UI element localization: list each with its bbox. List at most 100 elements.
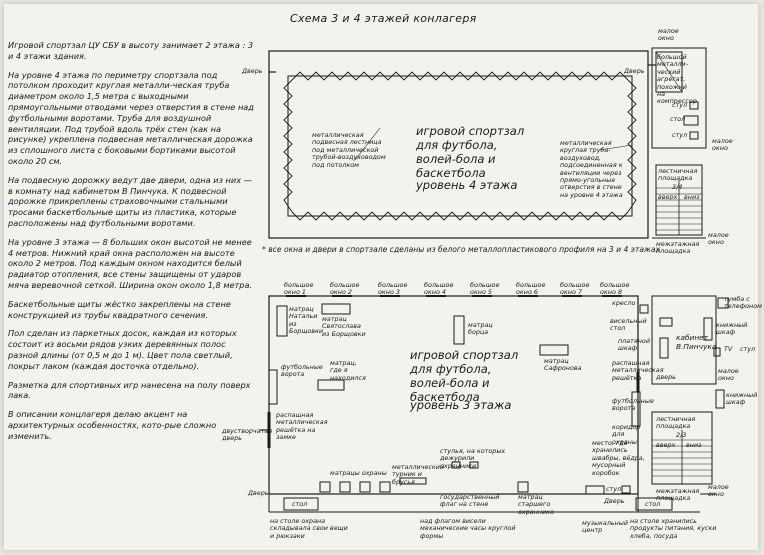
mat-mine <box>317 379 345 391</box>
under-flag: над флагом висели механические часы круг… <box>420 517 516 540</box>
note-markings: Разметка для спортивных игр нанесена на … <box>8 379 251 401</box>
goal-right <box>631 391 641 427</box>
floor4-table <box>683 115 699 126</box>
note-boards: Баскетбольные щиты жёстко закреплены на … <box>8 298 231 320</box>
floor4-stair-down: вниз <box>684 193 700 201</box>
guard-mat-2 <box>339 481 351 493</box>
floor4-fan-label: большой металли-ческий агрегат, похожий … <box>657 53 697 106</box>
tv-label: TV <box>724 345 733 353</box>
book-shelf-label: книжный шкаф <box>716 321 748 337</box>
double-door-label[interactable]: двустворчатая дверь <box>222 427 273 443</box>
mat-old-label: матрац старшего охранника <box>518 493 554 516</box>
guard-mat-3 <box>359 481 371 493</box>
clothes-cabinet <box>659 337 669 359</box>
chairs-guard-label: стулья, на которых дежурили охранники <box>440 447 506 470</box>
floor4-pipe-label: металлическая круглая труба-воздуховод, … <box>560 139 623 199</box>
clothes-cabinet-label: платяной шкаф <box>618 337 650 353</box>
note-floor: Пол сделан из паркетных досок, каждая из… <box>8 328 237 371</box>
window-4: большое окно 4 <box>424 281 454 297</box>
under-table-right: на столе хранились продукты питания, кус… <box>630 517 717 540</box>
tv-chair-label: стул <box>740 345 756 353</box>
mat-natalia <box>276 305 288 337</box>
hanging-table <box>659 317 673 327</box>
window-7: большое окно 7 <box>560 281 590 297</box>
floor4-pipe-zigzag-bottom <box>291 211 629 221</box>
kreslo <box>639 304 649 314</box>
table-left-label: стол <box>292 500 308 508</box>
floor4-ladder-label: металлическая подвесная лестница под мет… <box>312 131 386 169</box>
floor3-small-window-bottom: малое окно <box>708 483 729 499</box>
guard-mat-4 <box>379 481 391 493</box>
mat-svyatoslav-label: матрац Святослава из Борщовки <box>322 315 366 338</box>
floor3-stair-down: вниз <box>686 441 702 449</box>
bars-label: металлический турник и брусья <box>392 463 445 486</box>
mat-borets <box>453 315 465 345</box>
floor3-hall-level: уровень 3 этажа <box>410 398 512 412</box>
under-table-left: на столе охрана складывала свои вещи и р… <box>270 517 348 540</box>
note-floor3-windows: На уровне 3 этажа — 8 больших окон высот… <box>8 236 253 290</box>
book-shelf <box>703 317 713 341</box>
tv <box>713 347 721 357</box>
goal-left-label: футбольные ворота <box>281 363 323 379</box>
windows-note: * все окна и двери в спортзале сделаны и… <box>262 245 660 254</box>
floor4-stair-up: вверх <box>658 193 678 201</box>
floor4-fan <box>655 51 683 93</box>
floor3-small-window-right: малое окно <box>718 367 739 383</box>
cabinet-label: кабинет В.Пинчука <box>676 333 717 351</box>
table-right-label: стол <box>645 500 661 508</box>
page-title: Схема 3 и 4 этажей конлагеря <box>290 12 477 25</box>
notes-column: Игровой спортзал ЦУ СБУ в высоту занимае… <box>8 40 256 450</box>
floor4-chair1-label: стул <box>672 101 688 109</box>
tumba-label: тумба с телефоном <box>724 295 762 311</box>
mat-safronov <box>539 344 569 356</box>
book-shelf2 <box>715 389 725 409</box>
storage-label: место, где хранились швабры, вёдра, мусо… <box>592 439 645 477</box>
window-2: большое окно 2 <box>330 281 360 297</box>
floor4-pipe-pointer <box>599 144 633 151</box>
tumba <box>717 297 729 309</box>
window-5: большое окно 5 <box>470 281 500 297</box>
cabinet-door-label[interactable]: дверь <box>656 373 676 381</box>
mat-borets-label: матрац борца <box>468 321 493 337</box>
floor3-landing-label: межэтажная площадка <box>656 487 700 503</box>
floor4-door-left[interactable]: Дверь <box>242 67 263 75</box>
floor4-stairs-label: лестничная площадка <box>658 167 698 183</box>
goal-right-label: футбольные ворота <box>612 397 654 413</box>
floor4-small-window-top: малое окно <box>658 27 679 43</box>
book-shelf2-label: книжный шкаф <box>726 391 758 407</box>
floor4-landing-label: межэтажная площадка <box>656 240 700 256</box>
mat-safronov-label: матрац Сафронова <box>544 357 582 373</box>
window-6: большое окно 6 <box>516 281 546 297</box>
note-floor4-walkway: На подвесную дорожку ведут две двери, од… <box>8 174 252 228</box>
floor4-door-right[interactable]: Дверь <box>624 67 645 75</box>
note-accent: В описании концлагеря делаю акцент на ар… <box>8 409 217 441</box>
hanging-table-label: висельный стол <box>610 317 647 333</box>
floor4-pipe-zigzag-left <box>283 79 293 213</box>
floor3-chair <box>621 485 631 494</box>
note-floor4-pipe: На уровне 4 этажа по периметру спортзала… <box>8 69 254 166</box>
floor4-hall-title: игровой спортзал для футбола, волей-бола… <box>416 124 525 180</box>
mat-mine-label: матрац, где я находился <box>330 359 366 382</box>
floor4-pipe-zigzag <box>291 71 629 81</box>
floor3-stair-up: вверх <box>656 441 676 449</box>
floor3-stairs-code: 2/3 <box>676 431 687 439</box>
floor4-chair2 <box>689 131 699 140</box>
floor3-door-right[interactable]: Дверь <box>604 497 625 505</box>
flag-label: государственный флаг на стене <box>440 493 500 509</box>
table-left <box>283 497 319 511</box>
cabinet-room <box>651 295 717 385</box>
floor4-small-window-bottom: малое окно <box>708 231 729 247</box>
floor4-ladder <box>287 75 633 217</box>
floor3-chair-label: стул <box>606 485 622 493</box>
floor4-stairs-code: 3/4 <box>672 183 683 191</box>
floor4-table-label: стол <box>670 115 686 123</box>
music-center <box>585 485 605 495</box>
floor3-stairs-label: лестничная площадка <box>656 415 696 431</box>
mat-natalia-label: матрац Натальи из Борщовки <box>289 305 324 336</box>
window-8: большое окно 8 <box>600 281 630 297</box>
floor3-door-left[interactable]: Дверь <box>248 489 269 497</box>
floor3-hall-title: игровой спортзал для футбола, волей-бола… <box>410 348 519 404</box>
goal-left <box>268 369 278 405</box>
floor4-hall-level: уровень 4 этажа <box>416 178 518 192</box>
bars <box>399 477 427 485</box>
